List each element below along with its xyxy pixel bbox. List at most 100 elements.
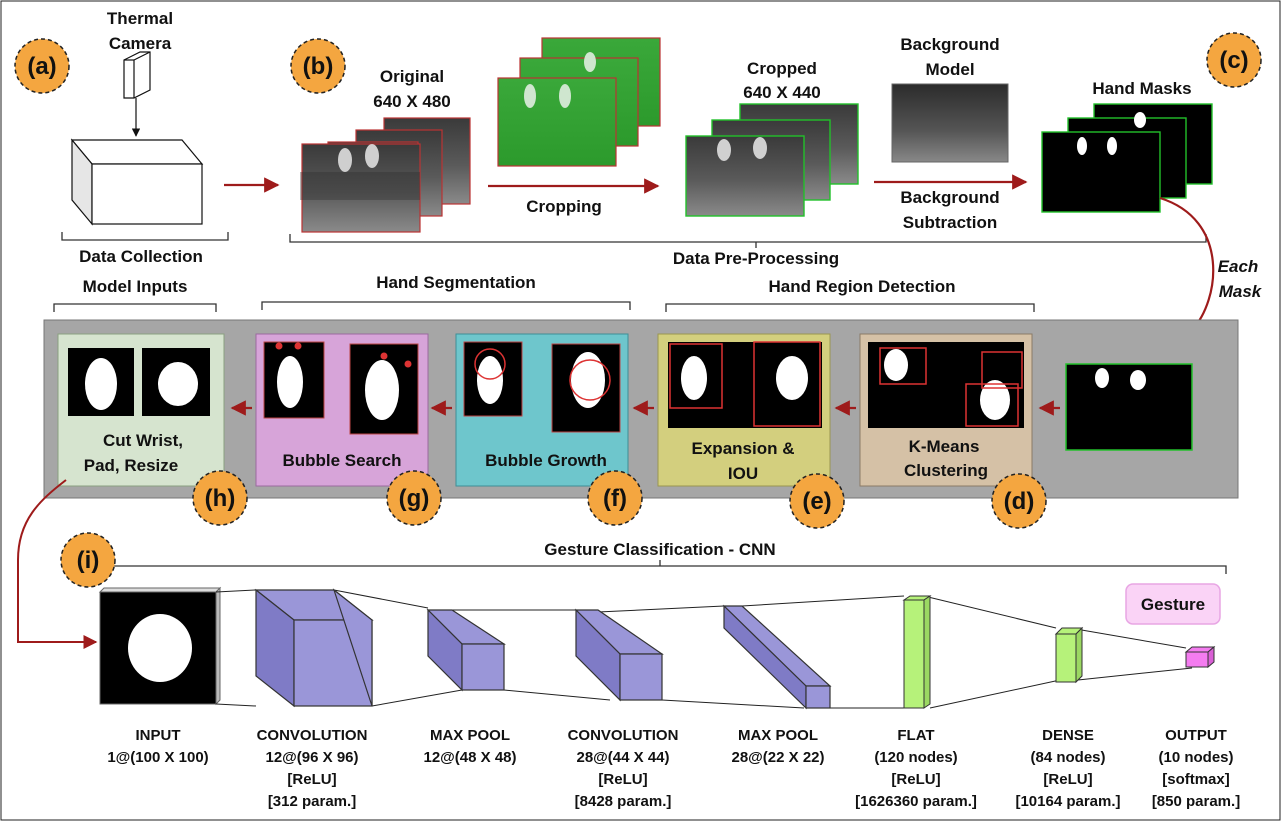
layer-detail: [312 param.] bbox=[268, 793, 356, 810]
collection-box-icon bbox=[70, 138, 204, 226]
cropped-label-line1: Cropped bbox=[747, 59, 817, 78]
background-model-image bbox=[891, 83, 1009, 163]
hand-region-detection-brace bbox=[665, 303, 1035, 312]
original-label-line2: 640 X 480 bbox=[373, 92, 451, 111]
camera-label-line1: Thermal bbox=[107, 9, 173, 28]
cut-wrist-label-line2: Pad, Resize bbox=[84, 456, 179, 475]
thermal-camera: Thermal Camera bbox=[107, 9, 173, 137]
original-frames bbox=[300, 117, 471, 233]
kmeans-label-line1: K-Means bbox=[909, 437, 980, 456]
layer-detail: [softmax] bbox=[1162, 771, 1230, 788]
layer-name: CONVOLUTION bbox=[257, 727, 368, 744]
layer-detail: [850 param.] bbox=[1152, 793, 1240, 810]
inputs-to-cnn-arrow bbox=[17, 479, 98, 649]
layer-name: DENSE bbox=[1042, 727, 1094, 744]
step-badge-circle bbox=[587, 470, 643, 526]
step-badge-label: (h) bbox=[205, 485, 236, 512]
layer-detail: 12@(96 X 96) bbox=[265, 749, 358, 766]
step-badge-label: (b) bbox=[303, 53, 334, 80]
step-badge-label: (d) bbox=[1004, 488, 1035, 515]
expansion-label-line1: Expansion & bbox=[692, 439, 795, 458]
hand-segmentation-label: Hand Segmentation bbox=[376, 273, 536, 292]
hand-masks-label: Hand Masks bbox=[1092, 79, 1191, 98]
layer-detail: [ReLU] bbox=[1043, 771, 1092, 788]
step-badge-circle bbox=[991, 473, 1047, 529]
cnn-connectors bbox=[215, 589, 1193, 709]
step-badge: (f) bbox=[587, 470, 643, 526]
step-badge-circle bbox=[1206, 32, 1262, 88]
step-badge: (e) bbox=[789, 473, 845, 529]
step-badges: (a) (b) (c) (d) (e) (f) (g) (h) (i) bbox=[14, 32, 1262, 588]
layer-detail: 1@(100 X 100) bbox=[107, 749, 208, 766]
cut-wrist-label-line1: Cut Wrist, bbox=[103, 431, 183, 450]
layer-detail: (120 nodes) bbox=[874, 749, 957, 766]
bubble-search-label: Bubble Search bbox=[282, 451, 401, 470]
hand-region-detection-label: Hand Region Detection bbox=[768, 277, 955, 296]
maxpool2-block bbox=[722, 604, 832, 710]
bg-sub-label-line2: Subtraction bbox=[903, 213, 997, 232]
layer-detail: 28@(44 X 44) bbox=[576, 749, 669, 766]
layer-detail: [8428 param.] bbox=[575, 793, 672, 810]
each-mask-label-line1: Each bbox=[1218, 257, 1259, 276]
data-collection-brace bbox=[61, 232, 229, 241]
step-badge-label: (a) bbox=[27, 53, 56, 80]
step-badge-circle bbox=[14, 38, 70, 94]
layer-detail: [ReLU] bbox=[287, 771, 336, 788]
gesture-label: Gesture bbox=[1141, 595, 1205, 614]
step-badge-circle bbox=[192, 470, 248, 526]
model-input-images bbox=[68, 348, 210, 416]
bg-model-label-line2: Model bbox=[925, 60, 974, 79]
output-block bbox=[1184, 645, 1216, 669]
cnn-group-label: Gesture Classification - CNN bbox=[544, 540, 775, 559]
cnn-layer-labels: INPUT 1@(100 X 100) CONVOLUTION 12@(96 X 96… bbox=[107, 727, 1240, 810]
cropping-label: Cropping bbox=[526, 197, 602, 216]
step-badge-circle bbox=[290, 38, 346, 94]
step-badge-circle bbox=[386, 470, 442, 526]
gesture-box bbox=[1125, 583, 1221, 625]
bubble-growth-label: Bubble Growth bbox=[485, 451, 607, 470]
layer-name: INPUT bbox=[136, 727, 181, 744]
single-mask-image bbox=[1065, 363, 1193, 451]
kmeans-image bbox=[868, 342, 1024, 428]
layer-detail: [ReLU] bbox=[598, 771, 647, 788]
maxpool1-block bbox=[426, 608, 507, 692]
layer-name: CONVOLUTION bbox=[568, 727, 679, 744]
step-badge-label: (g) bbox=[399, 485, 430, 512]
step-badge: (g) bbox=[386, 470, 442, 526]
data-preprocessing-label: Data Pre-Processing bbox=[673, 249, 839, 268]
hand-segmentation-brace bbox=[261, 301, 631, 310]
cropped-label-line2: 640 X 440 bbox=[743, 83, 821, 102]
data-collection-label: Data Collection bbox=[79, 247, 203, 266]
camera-body-icon bbox=[123, 51, 151, 99]
hand-mask-frames bbox=[1041, 103, 1213, 213]
cropped-green-frames bbox=[497, 37, 661, 167]
bubble-growth-image bbox=[463, 341, 621, 433]
model-inputs-brace bbox=[53, 303, 217, 312]
original-label-line1: Original bbox=[380, 67, 444, 86]
layer-name: MAX POOL bbox=[738, 727, 818, 744]
cropped-frames bbox=[685, 103, 859, 217]
bubble-search-image bbox=[263, 341, 419, 435]
camera-label-line2: Camera bbox=[109, 34, 172, 53]
step-badge-label: (e) bbox=[802, 488, 831, 515]
layer-name: OUTPUT bbox=[1165, 727, 1227, 744]
bg-model-label-line1: Background bbox=[900, 35, 999, 54]
step-badge-circle bbox=[789, 473, 845, 529]
conv2-block bbox=[574, 608, 664, 702]
conv1-block bbox=[254, 588, 374, 708]
step-badge: (i) bbox=[60, 532, 116, 588]
step-badge-label: (c) bbox=[1219, 47, 1248, 74]
layer-detail: [ReLU] bbox=[891, 771, 940, 788]
step-badge-circle bbox=[60, 532, 116, 588]
layer-detail: [1626360 param.] bbox=[855, 793, 977, 810]
expansion-image bbox=[668, 341, 822, 428]
bg-sub-label-line1: Background bbox=[900, 188, 999, 207]
step-badge-label: (i) bbox=[77, 547, 100, 574]
layer-detail: 28@(22 X 22) bbox=[731, 749, 824, 766]
each-mask-label-line2: Mask bbox=[1219, 282, 1263, 301]
model-inputs-label: Model Inputs bbox=[83, 277, 188, 296]
layer-detail: (10 nodes) bbox=[1158, 749, 1233, 766]
step-badge: (b) bbox=[290, 38, 346, 94]
